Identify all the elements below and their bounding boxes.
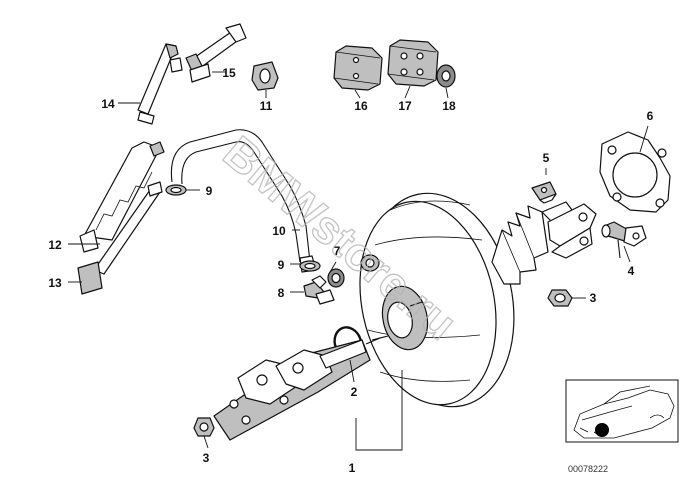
- callout-14: 14: [101, 97, 115, 111]
- washer-18: [436, 64, 456, 88]
- callout-18: 18: [442, 99, 456, 113]
- leader-lines: [68, 71, 649, 451]
- pad-16: [333, 45, 383, 91]
- clip: [531, 181, 557, 204]
- callout-5: 5: [543, 151, 550, 165]
- pivot-pin: [601, 221, 647, 259]
- clevis-fork: [547, 203, 597, 259]
- bracket-15: [185, 23, 247, 83]
- location-marker-icon: [595, 423, 609, 437]
- callout-13: 13: [48, 276, 62, 290]
- callout-labels: 1 2 3 3 4 5 6 7 8 9 9 10 11 12 13 14 15 …: [48, 66, 653, 475]
- callout-2: 2: [351, 385, 358, 399]
- callout-9-upper: 9: [206, 184, 213, 198]
- booster-bellows: [491, 201, 573, 285]
- callout-9-lower: 9: [278, 258, 285, 272]
- nut-left: [193, 417, 215, 437]
- hose-clip-upper: [165, 184, 187, 196]
- callout-11: 11: [260, 99, 273, 113]
- callout-16: 16: [354, 99, 368, 113]
- callout-8: 8: [278, 286, 285, 300]
- brake-booster: [359, 192, 515, 408]
- callout-4: 4: [628, 264, 635, 278]
- callout-6: 6: [647, 109, 654, 123]
- callout-7: 7: [334, 244, 341, 258]
- callout-12: 12: [48, 238, 62, 252]
- bracket-13: [77, 181, 163, 295]
- bracket-14: [137, 43, 183, 125]
- hose-clip-lower: [299, 260, 321, 272]
- grommet-11: [251, 61, 279, 91]
- vehicle-location-thumbnail: 00078222: [565, 379, 679, 474]
- pad-17: [387, 39, 439, 87]
- gasket-plate: [599, 131, 671, 213]
- callout-1: 1: [349, 461, 356, 475]
- callout-3-right: 3: [590, 291, 597, 305]
- master-cylinder: [213, 337, 381, 441]
- callout-3-left: 3: [203, 451, 210, 465]
- callout-10: 10: [272, 224, 286, 238]
- callout-17: 17: [398, 99, 412, 113]
- nut-right: [547, 289, 573, 307]
- grommet: [327, 268, 345, 288]
- callout-15: 15: [222, 66, 236, 80]
- check-valve: [303, 275, 335, 305]
- drawing-code: 00078222: [568, 464, 608, 474]
- bracket-12: [79, 141, 165, 253]
